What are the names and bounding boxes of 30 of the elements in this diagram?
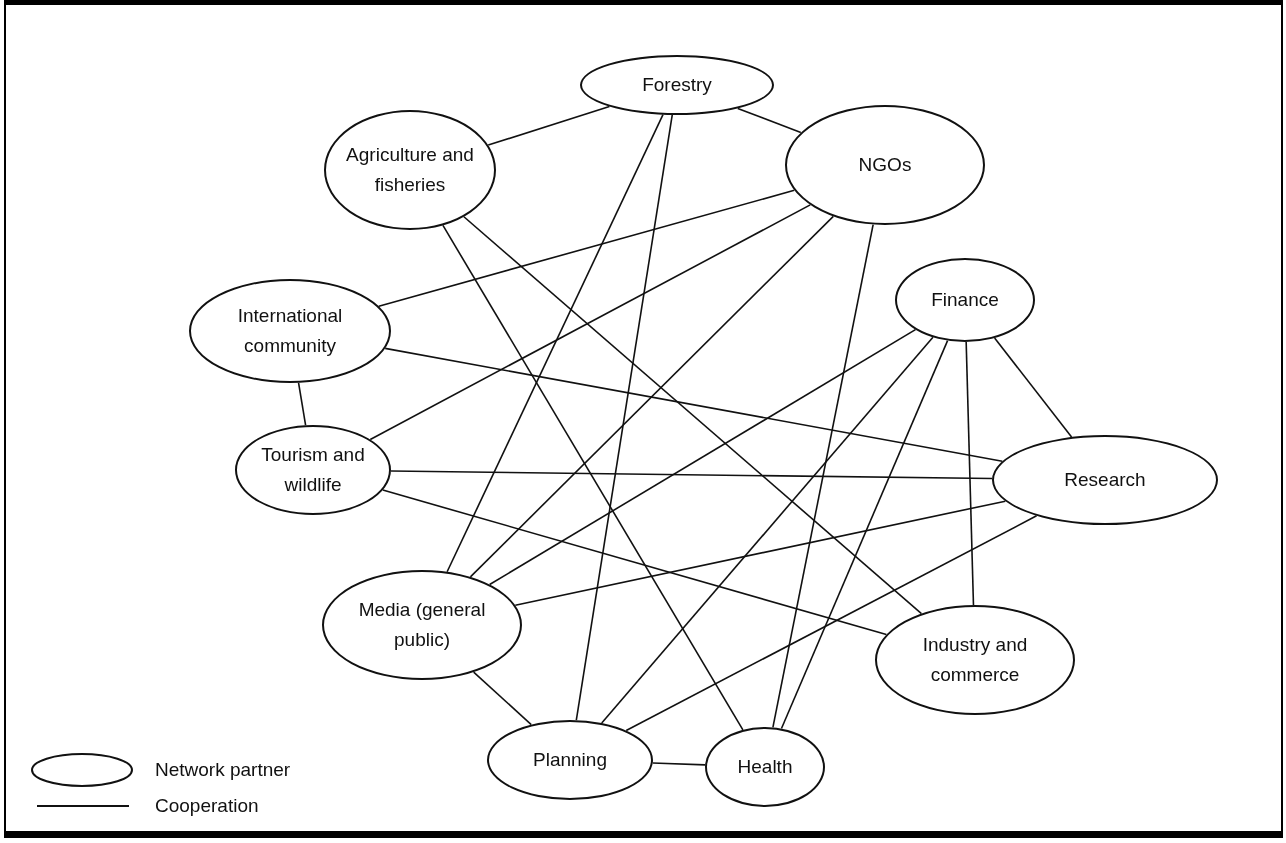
- connector-line: [965, 341, 975, 606]
- connector-line: [390, 470, 993, 480]
- node-label: Tourism and wildlife: [260, 443, 366, 497]
- connector-line: [772, 223, 874, 729]
- connector-line: [463, 215, 923, 615]
- node-label: Agriculture and fisheries: [345, 143, 475, 197]
- connector-line: [472, 671, 533, 726]
- connector-line: [993, 337, 1073, 438]
- node-label: Forestry: [641, 73, 713, 97]
- node-label: Research: [1063, 468, 1147, 492]
- connector-line: [369, 204, 812, 441]
- connector-line: [446, 113, 664, 573]
- connector-line: [488, 328, 917, 586]
- node-label: International community: [236, 304, 344, 358]
- connector-line: [297, 382, 307, 426]
- connector-line: [737, 107, 802, 134]
- connector-line: [378, 189, 796, 308]
- connector-line: [780, 339, 949, 730]
- node-label: Planning: [532, 748, 608, 772]
- legend-label: Network partner: [155, 757, 291, 782]
- connector-line: [575, 114, 674, 721]
- node-label: Finance: [930, 288, 1000, 312]
- node-label: Media (general public): [357, 598, 487, 652]
- node-label: NGOs: [857, 153, 913, 177]
- connector-line: [469, 215, 835, 578]
- connector-line: [625, 515, 1038, 732]
- node-label: Industry and commerce: [921, 633, 1029, 687]
- connector-line: [651, 762, 706, 766]
- node-label: Health: [736, 755, 794, 779]
- legend-label: Cooperation: [155, 793, 259, 818]
